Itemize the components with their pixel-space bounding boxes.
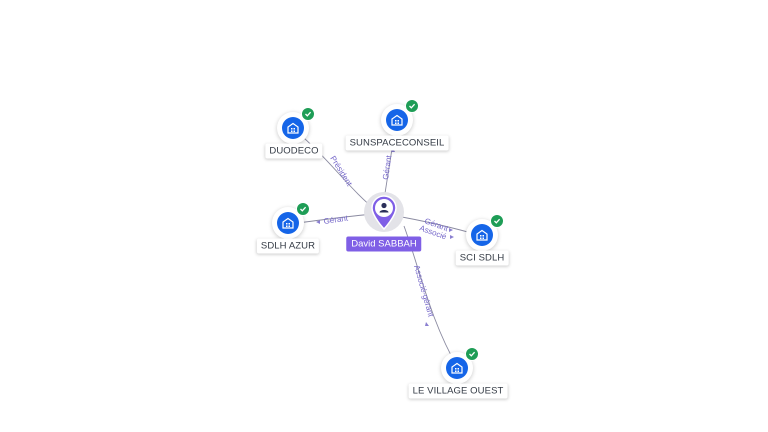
person-name-label[interactable]: David SABBAH [346, 236, 422, 252]
edge-label-duodeco: Président [328, 154, 354, 188]
company-label-sdlh-azur[interactable]: SDLH AZUR [256, 238, 320, 254]
person-halo [364, 192, 404, 232]
building-icon [476, 229, 488, 241]
check-icon [490, 214, 504, 228]
edge-label-sdlh-azur: Gérant [323, 214, 349, 226]
person-node[interactable] [364, 192, 404, 232]
arrow-sci-sdlh-1 [449, 228, 453, 232]
person-icon [381, 202, 387, 209]
check-icon [301, 107, 315, 121]
building-icon [287, 122, 299, 134]
company-label-duodeco[interactable]: DUODECO [265, 143, 323, 159]
company-label-sci-sdlh[interactable]: SCI SDLH [455, 250, 509, 266]
check-icon [465, 347, 479, 361]
arrow-le-village [425, 322, 429, 326]
company-label-sunspace[interactable]: SUNSPACECONSEIL [345, 135, 449, 151]
arrow-sdlh-azur [316, 220, 320, 224]
company-node-sci-sdlh[interactable] [466, 214, 504, 251]
person-pin-icon [371, 195, 397, 230]
company-node-le-village[interactable] [441, 347, 479, 384]
building-icon [451, 362, 463, 374]
check-icon [296, 202, 310, 216]
check-icon [405, 99, 419, 113]
company-label-le-village[interactable]: LE VILLAGE OUEST [408, 383, 508, 399]
building-icon [282, 217, 294, 229]
edge-label-sunspace: Gérant [381, 154, 393, 180]
arrow-sci-sdlh-2 [450, 235, 454, 239]
edge-label-le-village: Associé-gérant [412, 264, 436, 319]
company-node-sdlh-azur[interactable] [272, 202, 310, 239]
company-node-sunspace[interactable] [381, 99, 419, 136]
building-icon [391, 114, 403, 126]
company-node-duodeco[interactable] [277, 107, 315, 144]
